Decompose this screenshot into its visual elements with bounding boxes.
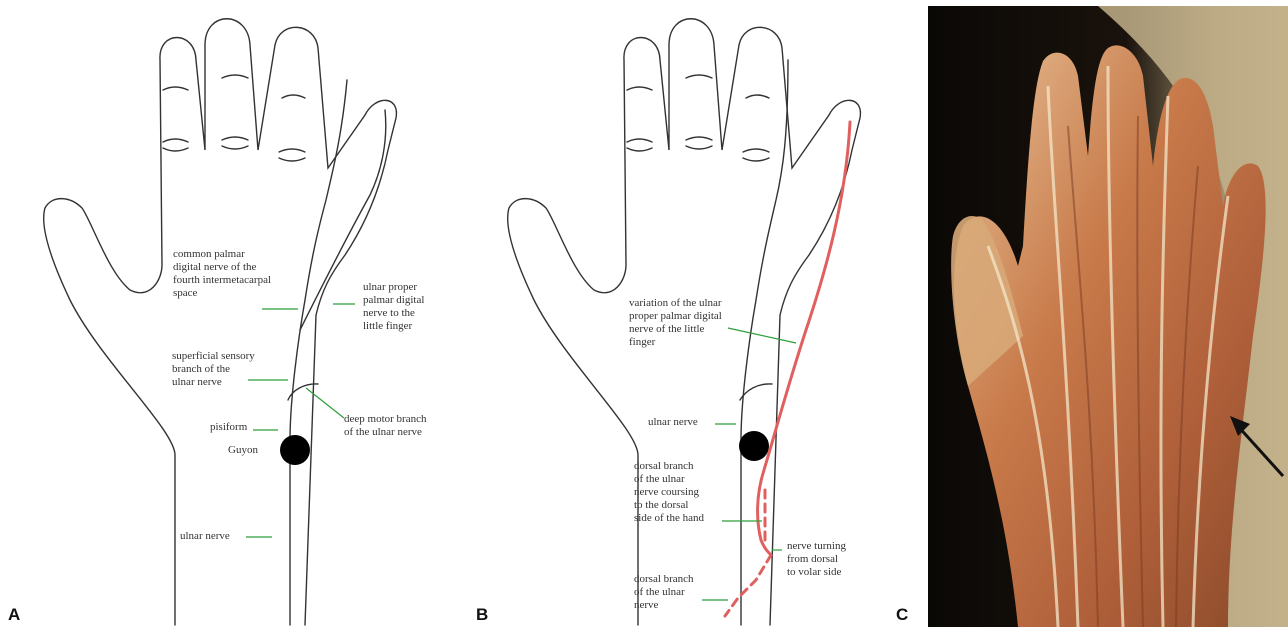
panel-letter-b: B: [476, 605, 488, 625]
label-superficial-sensory: superficial sensory branch of the ulnar …: [172, 350, 255, 389]
label-common-palmar: common palmar digital nerve of the fourt…: [173, 248, 271, 300]
label-deep-motor: deep motor branch of the ulnar nerve: [344, 413, 426, 439]
label-dorsal-branch: dorsal branch of the ulnar nerve: [634, 573, 694, 612]
pisiform-circle-a: [280, 435, 310, 465]
label-ulnar-proper: ulnar proper palmar digital nerve to the…: [363, 281, 424, 333]
dissection-photo: [928, 6, 1288, 627]
pisiform-circle-b: [739, 431, 769, 461]
label-ulnar-nerve-a: ulnar nerve: [180, 530, 230, 543]
label-ulnar-nerve-b: ulnar nerve: [648, 416, 698, 429]
arrow-icon: [928, 6, 1288, 627]
panel-b: variation of the ulnar proper palmar dig…: [466, 0, 928, 627]
label-guyon: Guyon: [228, 444, 258, 457]
label-dorsal-coursing: dorsal branch of the ulnar nerve coursin…: [634, 460, 704, 525]
label-pisiform: pisiform: [210, 421, 247, 434]
panel-letter-c: C: [896, 605, 908, 625]
panel-letter-a: A: [8, 605, 20, 625]
label-nerve-turning: nerve turning from dorsal to volar side: [787, 540, 846, 579]
panel-a: common palmar digital nerve of the fourt…: [0, 0, 470, 627]
label-variation: variation of the ulnar proper palmar dig…: [629, 297, 722, 349]
